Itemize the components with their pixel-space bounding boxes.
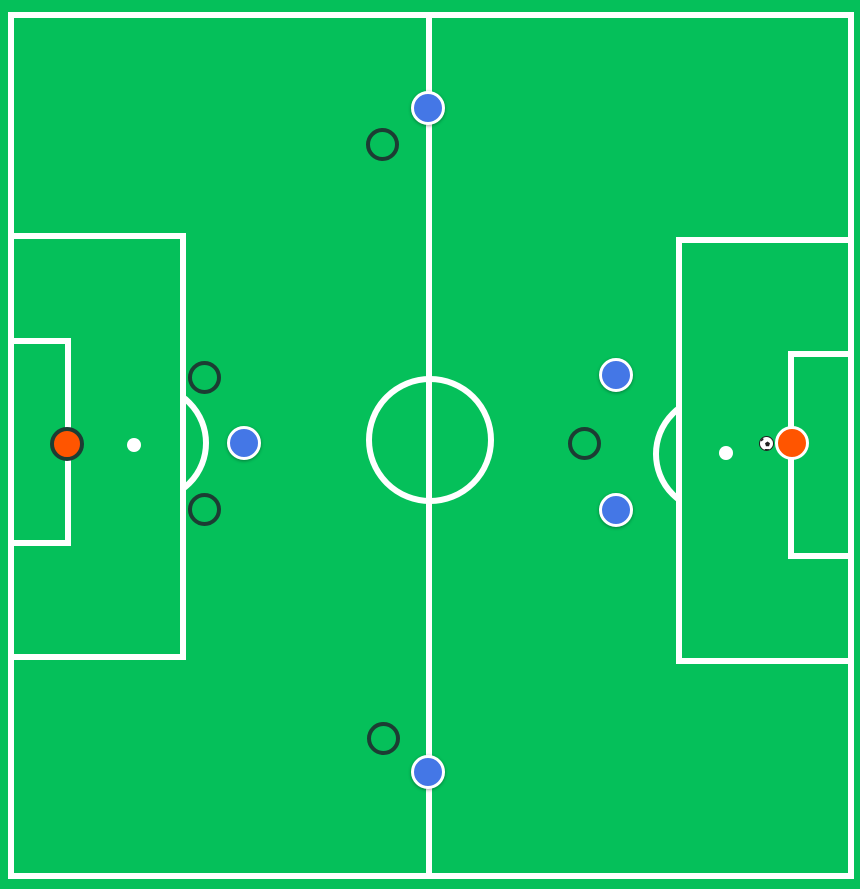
outline-player[interactable] [188, 493, 221, 526]
center-circle [366, 376, 494, 504]
soccer-ball-icon[interactable] [759, 436, 774, 451]
right-penalty-spot [719, 446, 733, 460]
outline-player[interactable] [568, 427, 601, 460]
blue-player[interactable] [411, 755, 445, 789]
outline-player[interactable] [366, 128, 399, 161]
blue-player[interactable] [227, 426, 261, 460]
blue-player[interactable] [411, 91, 445, 125]
outline-player[interactable] [188, 361, 221, 394]
right-goalkeeper[interactable] [775, 426, 809, 460]
left-goalkeeper[interactable] [50, 427, 84, 461]
right-penalty-arc [619, 394, 679, 514]
blue-player[interactable] [599, 493, 633, 527]
left-penalty-spot [127, 438, 141, 452]
outline-player[interactable] [367, 722, 400, 755]
blue-player[interactable] [599, 358, 633, 392]
right-penalty-area [676, 237, 854, 664]
